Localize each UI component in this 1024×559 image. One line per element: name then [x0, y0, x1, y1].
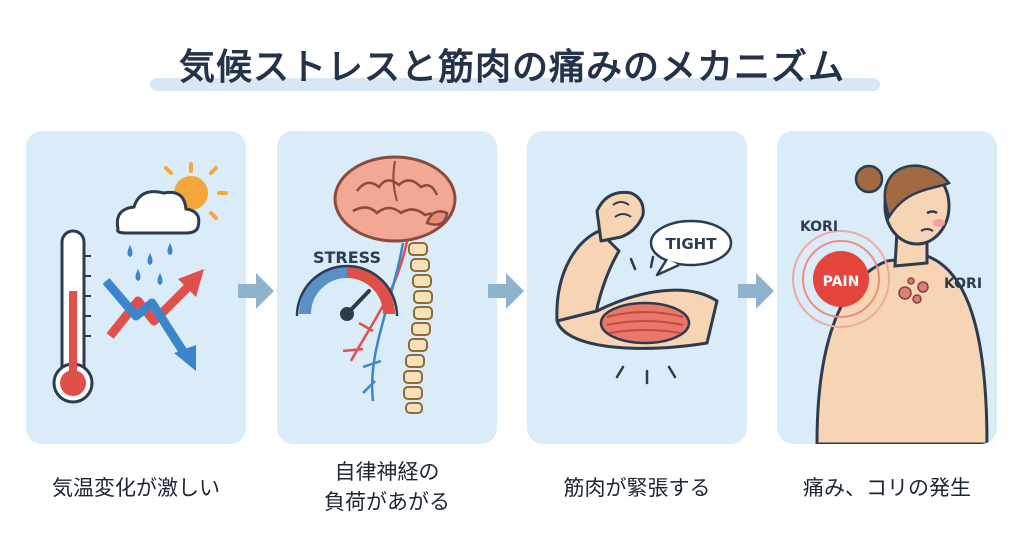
speech-bubble-icon — [649, 219, 733, 277]
person-back-icon — [815, 164, 989, 444]
page-title: 気候ストレスと筋肉の痛みのメカニズム — [178, 47, 845, 88]
rain-icon — [127, 243, 173, 285]
step-panel-muscle: TIGHT — [527, 131, 747, 444]
stress-gauge-label: STRESS — [313, 248, 381, 267]
caption-line: 負荷があがる — [324, 490, 450, 514]
tight-label: TIGHT — [666, 235, 718, 253]
caption-step-1: 気温変化が激しい — [16, 473, 256, 503]
caption-step-2: 自律神経の 負荷があがる — [267, 457, 507, 517]
pain-spot-icon — [792, 230, 890, 328]
pain-label: PAIN — [823, 274, 860, 290]
stiffness-knot-icon — [898, 277, 929, 304]
temperature-down-arrow-icon — [102, 278, 196, 371]
caption-step-3: 筋肉が緊張する — [517, 473, 757, 503]
caption-line: 気温変化が激しい — [52, 476, 220, 500]
cloud-icon — [115, 190, 201, 235]
tense-muscle-icon — [599, 255, 691, 385]
step-panel-nervous-system: STRESS — [277, 131, 497, 444]
spine-icon — [403, 242, 433, 414]
step-panel-pain: PAIN KORI KORI — [777, 131, 997, 444]
caption-line: 痛み、コリの発生 — [803, 476, 971, 500]
flow-arrow-icon — [738, 273, 774, 309]
kori-label-lower: KORI — [944, 276, 982, 292]
caption-step-4: 痛み、コリの発生 — [767, 473, 1007, 503]
step-panel-weather — [26, 131, 246, 444]
title-highlight — [150, 78, 880, 91]
title-container: 気候ストレスと筋肉の痛みのメカニズム — [0, 38, 1024, 90]
caption-line: 自律神経の — [334, 460, 440, 484]
stress-gauge-icon — [295, 264, 399, 321]
caption-line: 筋肉が緊張する — [563, 476, 711, 500]
kori-label-upper: KORI — [800, 219, 838, 235]
flow-arrow-icon — [488, 273, 524, 309]
brain-icon — [333, 155, 457, 243]
flow-arrow-icon — [238, 273, 274, 309]
thermometer-icon — [52, 229, 94, 404]
